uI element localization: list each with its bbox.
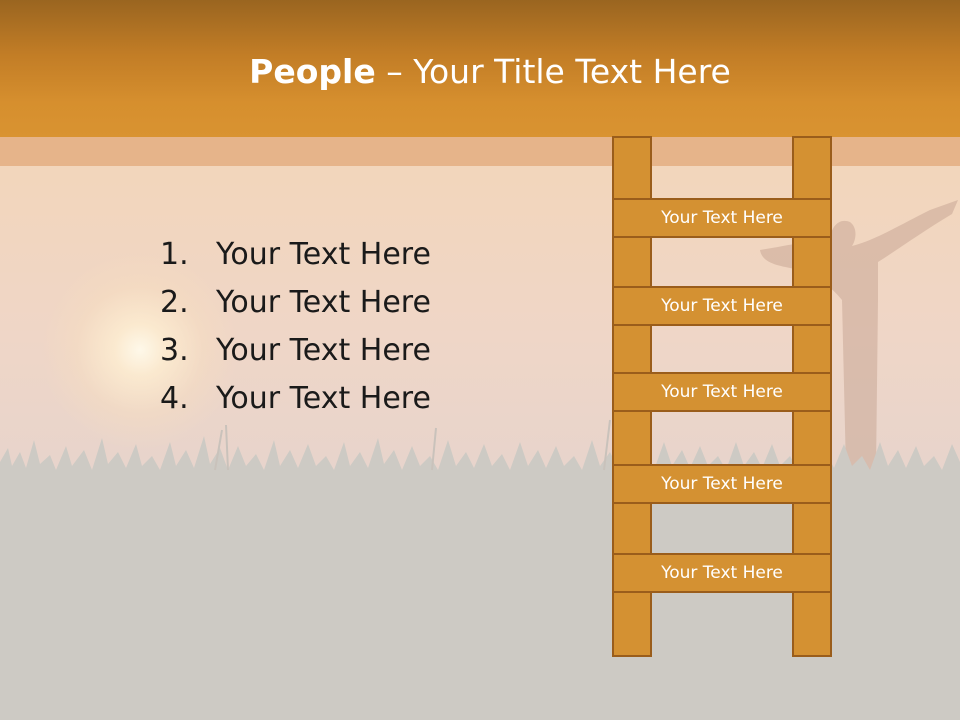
person-silhouette bbox=[760, 200, 958, 470]
list-text: Your Text Here bbox=[216, 332, 431, 368]
ladder-rung-2: Your Text Here bbox=[612, 286, 832, 326]
numbered-list: 1. Your Text Here 2. Your Text Here 3. Your… bbox=[160, 230, 431, 422]
tall-grass-stems bbox=[214, 419, 611, 471]
ladder-rung-3: Your Text Here bbox=[612, 372, 832, 412]
list-item: 4. Your Text Here bbox=[160, 374, 431, 422]
list-number: 4. bbox=[160, 380, 189, 416]
title-bar: People – Your Title Text Here bbox=[0, 0, 960, 137]
ladder-rung-5: Your Text Here bbox=[612, 553, 832, 593]
list-text: Your Text Here bbox=[216, 236, 431, 272]
ladder-rung-1: Your Text Here bbox=[612, 198, 832, 238]
list-item: 3. Your Text Here bbox=[160, 326, 431, 374]
title-rest: – Your Title Text Here bbox=[375, 52, 731, 91]
list-item: 1. Your Text Here bbox=[160, 230, 431, 278]
list-number: 3. bbox=[160, 332, 189, 368]
list-text: Your Text Here bbox=[216, 380, 431, 416]
list-number: 2. bbox=[160, 284, 189, 320]
title-bold-word: People bbox=[249, 52, 376, 91]
list-number: 1. bbox=[160, 236, 189, 272]
list-item: 2. Your Text Here bbox=[160, 278, 431, 326]
ladder-rung-4: Your Text Here bbox=[612, 464, 832, 504]
sun-glow bbox=[40, 250, 240, 450]
slide-title: People – Your Title Text Here bbox=[0, 52, 960, 91]
list-text: Your Text Here bbox=[216, 284, 431, 320]
